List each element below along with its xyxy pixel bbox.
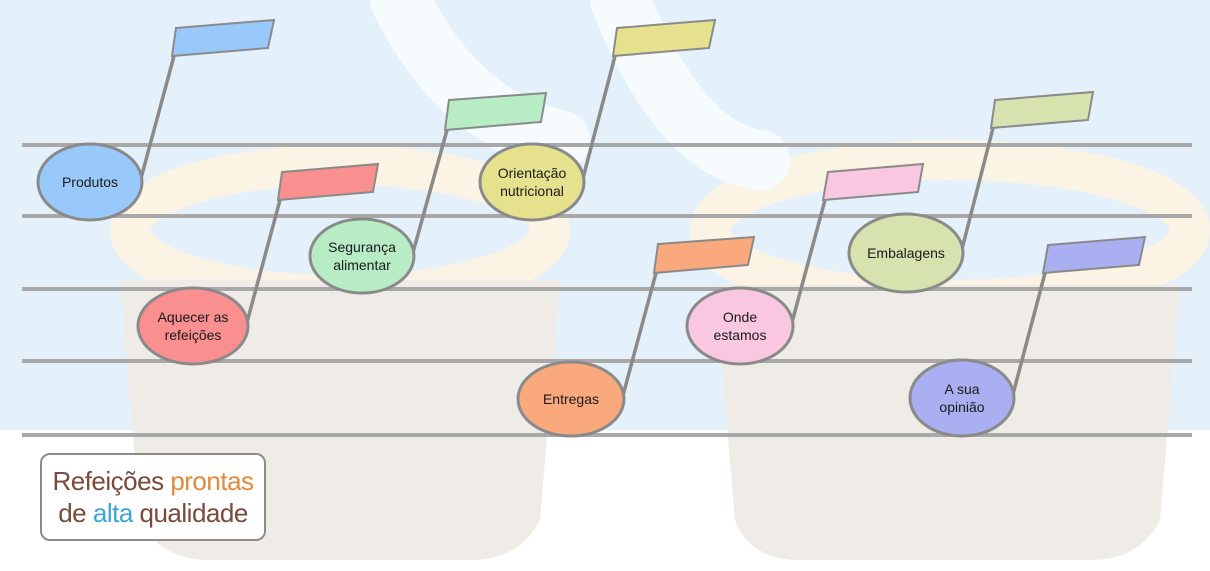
note-stem (244, 198, 282, 328)
note-button-aquecer-as-refeicoes[interactable]: Aquecer as refeições (136, 162, 380, 366)
note-label: A sua (944, 381, 979, 397)
note-stem (410, 128, 449, 258)
note-label: Aquecer as (158, 309, 229, 325)
logo-word-alta: alta (92, 498, 133, 528)
note-label: Onde (723, 309, 757, 325)
note-button-onde-estamos[interactable]: Onde estamos (685, 162, 925, 366)
note-label: alimentar (333, 257, 391, 273)
note-button-embalagens[interactable]: Embalagens (847, 90, 1095, 294)
logo-line-2: de alta qualidade (58, 497, 248, 529)
note-stem (580, 54, 617, 184)
note-flag (611, 18, 717, 58)
note-label: Orientação (498, 165, 567, 181)
logo-word-prontas: prontas (170, 466, 254, 496)
note-stem (138, 54, 176, 184)
note-head[interactable] (847, 212, 965, 294)
note-stem (789, 198, 827, 328)
note-label: refeições (165, 327, 222, 343)
note-head[interactable] (685, 286, 795, 366)
logo-word-qualidade: qualidade (139, 498, 249, 528)
note-head[interactable] (36, 142, 144, 222)
note-stem (1010, 271, 1047, 400)
note-flag (821, 162, 925, 202)
note-label: Embalagens (867, 245, 945, 261)
note-button-orientacao-nutricional[interactable]: Orientação nutricional (478, 18, 717, 222)
note-flag (652, 235, 756, 275)
note-head[interactable] (308, 217, 416, 295)
note-flag (1041, 235, 1147, 275)
note-flag (170, 18, 276, 58)
note-button-produtos[interactable]: Produtos (36, 18, 276, 222)
note-label: estamos (714, 327, 767, 343)
note-head[interactable] (908, 358, 1016, 438)
note-button-seguranca-alimentar[interactable]: Segurança alimentar (308, 91, 548, 295)
logo-word-refeicoes: Refeições (52, 466, 164, 496)
note-flag (989, 90, 1095, 130)
note-stem (959, 126, 995, 255)
logo-word-de: de (58, 498, 87, 528)
note-flag (443, 91, 548, 132)
note-label: Produtos (62, 174, 118, 190)
staff (22, 143, 1192, 437)
note-label: nutricional (500, 183, 564, 199)
note-flag (276, 162, 380, 202)
note-head[interactable] (478, 142, 586, 222)
note-head[interactable] (136, 286, 250, 366)
brand-logo: Refeições prontas de alta qualidade (40, 453, 266, 541)
note-button-entregas[interactable]: Entregas (516, 235, 756, 438)
logo-line-1: Refeições prontas (52, 465, 254, 497)
note-label: Segurança (328, 239, 396, 255)
note-head[interactable] (516, 360, 626, 438)
note-label: Entregas (543, 391, 599, 407)
note-button-a-sua-opiniao[interactable]: A sua opinião (908, 235, 1147, 438)
note-stem (620, 271, 658, 401)
note-label: opinião (939, 399, 984, 415)
